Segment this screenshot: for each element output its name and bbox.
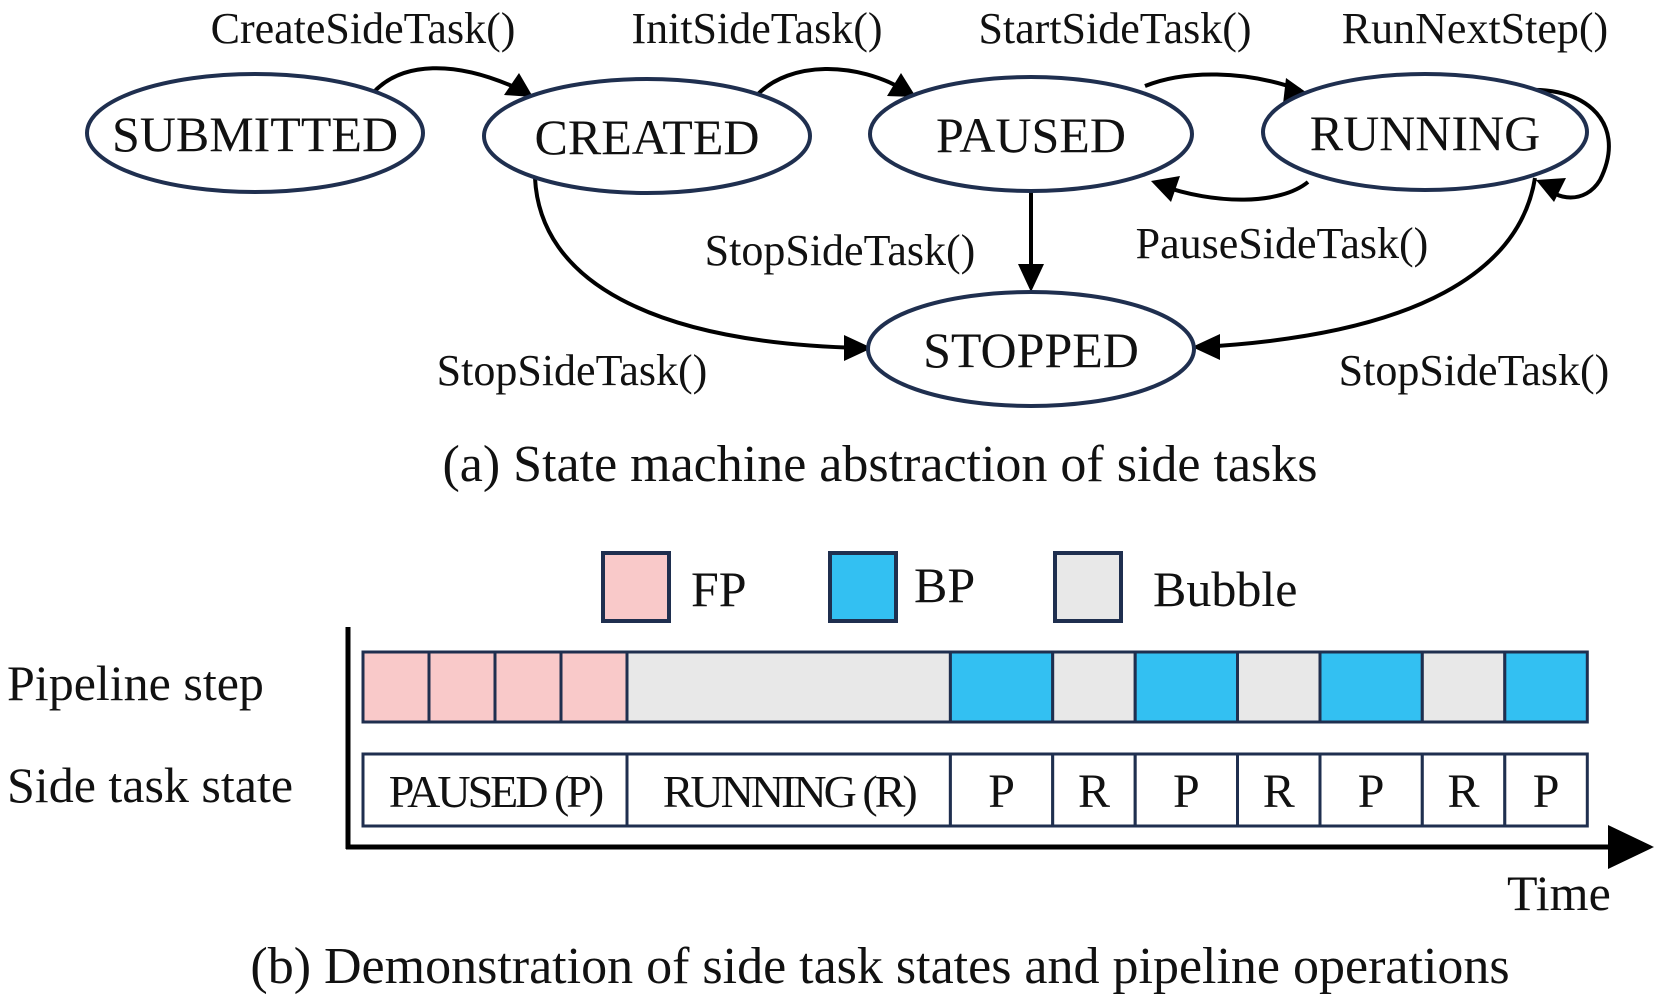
state-cell-3 (1051, 752, 1137, 828)
legend-label-bubble: Bubble (1153, 561, 1297, 617)
edge-start (1144, 72, 1301, 92)
arrowhead-stop-created (844, 335, 872, 361)
transition-label-stop-running: StopSideTask() (1339, 346, 1610, 395)
state-labels: SUBMITTED CREATED PAUSED RUNNING STOPPED (112, 105, 1540, 378)
state-label-created: CREATED (535, 109, 760, 165)
arrowhead-stop-paused (1018, 264, 1044, 292)
legend-swatch-fp (601, 551, 671, 623)
legend-swatch-bp (828, 551, 898, 623)
state-label-paused: PAUSED (936, 107, 1126, 163)
pipeline-step-bubble-10 (1420, 650, 1507, 724)
transition-label-create: CreateSideTask() (211, 4, 516, 53)
state-cell-label-1: RUNNING (R) (663, 766, 917, 817)
x-axis-arrowhead (1608, 825, 1654, 869)
state-submitted (85, 72, 425, 194)
edge-pause (1159, 180, 1310, 202)
edge-stop-created (533, 177, 863, 350)
arrowhead-stop-running (1192, 334, 1220, 360)
transition-label-run-next: RunNextStep() (1342, 4, 1608, 53)
pipeline-step-bp-7 (1133, 650, 1239, 724)
pipeline-step-bp-5 (948, 650, 1055, 724)
state-label-stopped: STOPPED (923, 322, 1139, 378)
edge-init (756, 67, 910, 96)
transition-label-stop-paused: StopSideTask() (705, 226, 976, 275)
axis-label-time: Time (1507, 865, 1611, 921)
state-label-running: RUNNING (1310, 105, 1541, 161)
pipeline-step-bp-9 (1318, 650, 1424, 724)
arrowhead-pause (1151, 176, 1180, 202)
edge-create (370, 66, 526, 96)
arrowhead-run-next (1536, 178, 1566, 202)
pipeline-step-row (361, 650, 1589, 724)
pipeline-step-fp-2 (493, 650, 563, 724)
state-cell-6 (1318, 752, 1424, 828)
state-cell-4 (1133, 752, 1239, 828)
caption-a: (a) State machine abstraction of side ta… (442, 436, 1317, 493)
timeline-diagram: FP BP Bubble Pipeline step Side task sta… (7, 551, 1654, 995)
state-cell-0 (361, 752, 629, 828)
legend: FP BP Bubble (601, 551, 1297, 623)
arrowhead-create (504, 73, 533, 97)
state-cell-label-7: R (1448, 765, 1480, 818)
state-cell-2 (948, 752, 1055, 828)
pipeline-step-bubble-6 (1051, 650, 1137, 724)
row-label-pipeline: Pipeline step (7, 655, 264, 711)
state-cell-label-5: R (1263, 765, 1295, 818)
transition-label-init: InitSideTask() (631, 4, 882, 53)
pipeline-step-bubble-8 (1236, 650, 1322, 724)
state-nodes (85, 72, 1589, 408)
edge-stop-running (1199, 177, 1537, 349)
state-cell-8 (1503, 752, 1589, 828)
state-cell-label-6: P (1358, 765, 1385, 818)
transition-edges (370, 66, 1611, 350)
transition-label-stop-created: StopSideTask() (437, 346, 708, 395)
state-running (1261, 72, 1589, 192)
transition-label-start: StartSideTask() (978, 4, 1251, 53)
pipeline-step-bubble-4 (625, 650, 952, 724)
state-paused (868, 75, 1194, 193)
state-cell-label-0: PAUSED (P) (389, 766, 603, 817)
legend-label-fp: FP (691, 561, 747, 617)
time-axis: Time (345, 627, 1654, 921)
transition-label-pause: PauseSideTask() (1136, 219, 1429, 268)
state-cell-5 (1236, 752, 1322, 828)
pipeline-step-fp-3 (559, 650, 629, 724)
state-cell-label-8: P (1533, 765, 1560, 818)
transition-arrowheads (504, 73, 1566, 361)
caption-b: (b) Demonstration of side task states an… (250, 938, 1509, 995)
state-machine-diagram: SUBMITTED CREATED PAUSED RUNNING STOPPED… (85, 4, 1611, 493)
state-cell-label-3: R (1078, 765, 1110, 818)
legend-label-bp: BP (914, 557, 975, 613)
pipeline-step-bp-11 (1503, 650, 1589, 724)
transition-labels: CreateSideTask() InitSideTask() StartSid… (211, 4, 1610, 395)
arrowhead-start (1283, 78, 1310, 104)
state-label-submitted: SUBMITTED (112, 106, 398, 162)
state-stopped (866, 290, 1196, 408)
row-label-state: Side task state (7, 757, 293, 813)
pipeline-step-fp-1 (427, 650, 497, 724)
pipeline-step-fp-0 (361, 650, 431, 724)
state-created (482, 77, 812, 195)
legend-swatch-bubble (1053, 551, 1123, 623)
state-cell-label-2: P (988, 765, 1015, 818)
edge-run-next (1509, 87, 1611, 200)
arrowhead-init (887, 73, 916, 97)
state-cell-label-4: P (1173, 765, 1200, 818)
state-cell-7 (1420, 752, 1507, 828)
